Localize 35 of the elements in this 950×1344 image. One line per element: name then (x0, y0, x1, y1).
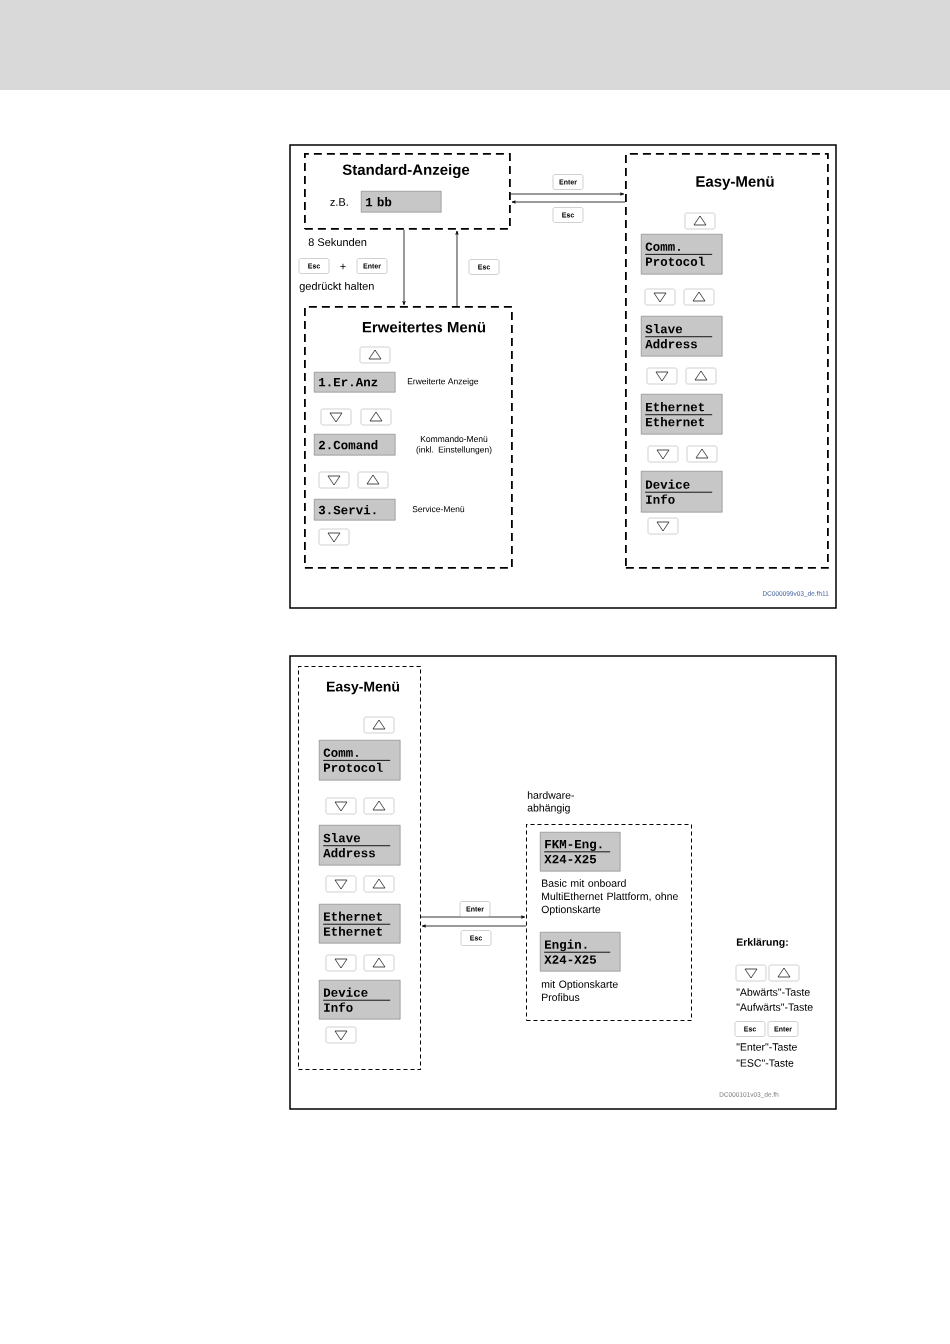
lcd-display: 1 bb (361, 191, 442, 213)
arrow (511, 200, 626, 204)
lcd-display: 1.Er.Anz (314, 372, 396, 393)
display-caption: Basic mit onboard MultiEthernet Plattform, ohne Optionskarte (541, 879, 678, 916)
arrow (455, 230, 459, 307)
legend-text: "Abwärts"-Taste (736, 988, 810, 996)
node-label: hardware- abhängig (527, 791, 574, 814)
lcd-display: Engin. X24-X25 (540, 932, 621, 972)
lcd-display: Device Info (641, 471, 723, 513)
lcd-display: Slave Address (641, 316, 723, 357)
note-text: gedrückt halten (299, 281, 374, 293)
legend-text: "Enter"-Taste (736, 1043, 797, 1051)
display-caption: Service-Menü (412, 505, 465, 513)
lcd-display: 2.Comand (314, 434, 396, 456)
display-caption: z.B. (330, 198, 348, 206)
lcd-display: Device Info (319, 980, 401, 1020)
plus-sign: + (340, 263, 346, 270)
legend-text: "ESC"-Taste (736, 1059, 794, 1067)
legend-title: Erklärung: (736, 938, 788, 948)
arrow (421, 924, 527, 928)
legend-text: "Aufwärts"-Taste (736, 1003, 813, 1011)
arrow (510, 192, 625, 196)
display-caption: mit Optionskarte Profibus (541, 980, 618, 1002)
lcd-display: 3.Servi. (314, 499, 396, 521)
display-caption: Erweiterte Anzeige (407, 378, 479, 386)
arrow (420, 915, 526, 919)
display-caption: Kommando-Menü (inkl. Einstellungen) (416, 435, 492, 455)
arrow (402, 229, 406, 306)
lcd-display: Ethernet Ethernet (319, 904, 401, 944)
lcd-display: Ethernet Ethernet (641, 394, 723, 435)
lcd-display: FKM-Eng. X24-X25 (540, 832, 621, 872)
lcd-display: Comm. Protocol (641, 234, 723, 275)
lcd-display: Comm. Protocol (319, 740, 401, 781)
note-text: 8 Sekunden (308, 237, 367, 247)
lcd-display: Slave Address (319, 825, 401, 866)
